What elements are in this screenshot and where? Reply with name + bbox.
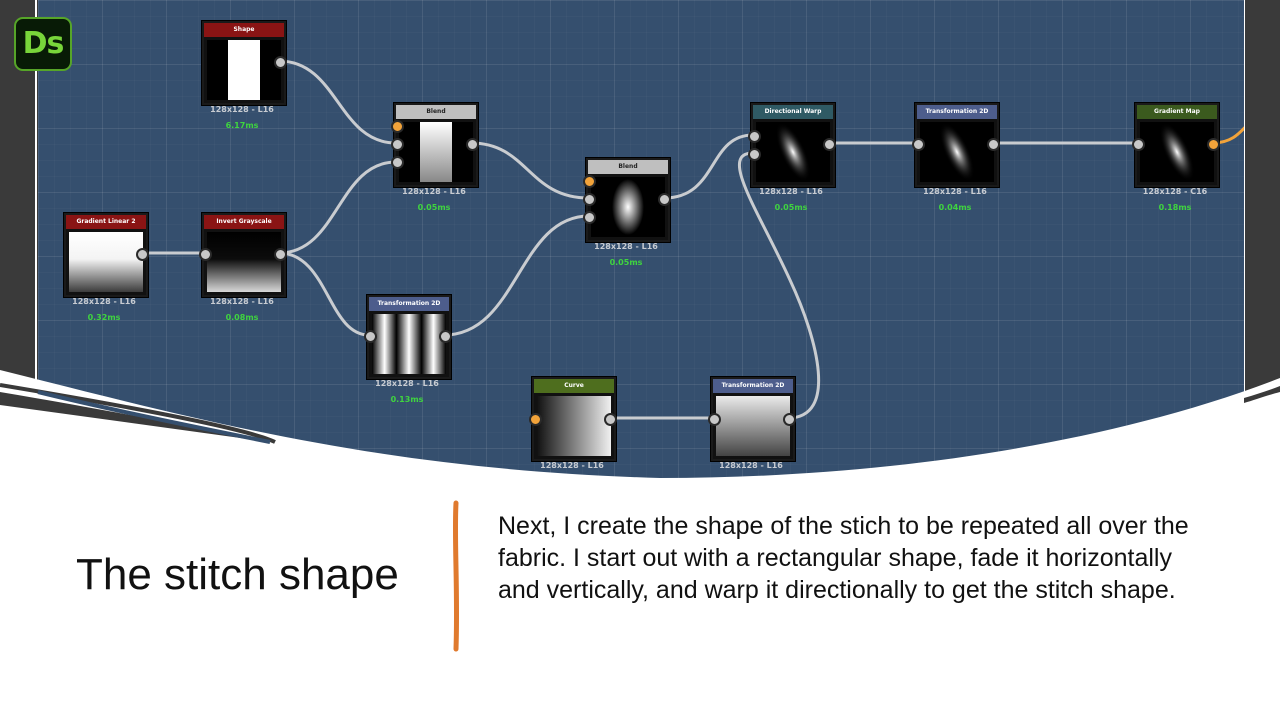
node-time-label: 0.32ms — [87, 313, 121, 322]
node-time-label: 0.08ms — [225, 313, 259, 322]
input-port[interactable] — [748, 130, 761, 143]
node-preview — [399, 122, 473, 182]
node-title: Invert Grayscale — [204, 215, 284, 229]
slide-title: The stitch shape — [76, 550, 399, 599]
input-port[interactable] — [1132, 138, 1145, 151]
node-title: Transformation 2D — [917, 105, 997, 119]
input-port[interactable] — [529, 413, 542, 426]
node-preview — [920, 122, 994, 182]
input-port[interactable] — [583, 211, 596, 224]
output-port[interactable] — [466, 138, 479, 151]
node-size-label: 128x128 - L16 — [759, 187, 823, 196]
input-port[interactable] — [199, 248, 212, 261]
node-shape[interactable]: Shape — [202, 21, 286, 105]
node-preview — [372, 314, 446, 374]
adobe-substance-designer-logo: Ds — [14, 17, 72, 71]
node-time-label: 0.18ms — [1158, 203, 1192, 212]
node-size-label: 128x128 - L16 — [719, 461, 783, 470]
output-port[interactable] — [439, 330, 452, 343]
node-title: Curve — [534, 379, 614, 393]
output-port[interactable] — [274, 248, 287, 261]
node-title: Gradient Linear 2 — [66, 215, 146, 229]
input-port[interactable] — [583, 175, 596, 188]
node-transformation-2d-top[interactable]: Transformation 2D — [915, 103, 999, 187]
node-curve[interactable]: Curve — [532, 377, 616, 461]
node-preview — [1140, 122, 1214, 182]
output-port[interactable] — [783, 413, 796, 426]
input-port[interactable] — [748, 148, 761, 161]
node-time-label: 6.17ms — [225, 121, 259, 130]
node-title: Blend — [396, 105, 476, 119]
node-size-label: 128x128 - L16 — [72, 297, 136, 306]
node-time-label: 0.05ms — [609, 258, 643, 267]
node-preview — [207, 232, 281, 292]
node-size-label: 128x128 - L16 — [210, 105, 274, 114]
node-title: Blend — [588, 160, 668, 174]
output-port[interactable] — [604, 413, 617, 426]
node-preview — [756, 122, 830, 182]
node-title: Transformation 2D — [369, 297, 449, 311]
input-port[interactable] — [391, 120, 404, 133]
node-time-label: 0.13ms — [390, 395, 424, 404]
accent-divider — [452, 500, 460, 652]
node-title: Directional Warp — [753, 105, 833, 119]
node-size-label: 128x128 - L16 — [923, 187, 987, 196]
node-graph-canvas[interactable]: Shape 128x128 - L16 6.17ms Blend 128x128… — [38, 0, 1244, 480]
output-port[interactable] — [658, 193, 671, 206]
node-size-label: 128x128 - L16 — [210, 297, 274, 306]
node-size-label: 128x128 - C16 — [1142, 187, 1208, 196]
node-preview — [591, 177, 665, 237]
slide-body-text: Next, I create the shape of the stich to… — [498, 512, 1189, 604]
node-time-label: 0.05ms — [774, 203, 808, 212]
node-size-label: 128x128 - L16 — [402, 187, 466, 196]
input-port[interactable] — [912, 138, 925, 151]
node-size-label: 128x128 - L16 — [594, 242, 658, 251]
node-time-label: 0.05ms — [417, 203, 451, 212]
input-port[interactable] — [391, 156, 404, 169]
node-preview — [207, 40, 281, 100]
input-port[interactable] — [583, 193, 596, 206]
node-title: Transformation 2D — [713, 379, 793, 393]
node-size-label: 128x128 - L16 — [540, 461, 604, 470]
connection-wires — [139, 59, 1244, 420]
output-port[interactable] — [274, 56, 287, 69]
node-time-label: 0.04ms — [938, 203, 972, 212]
output-port[interactable] — [136, 248, 149, 261]
output-port[interactable] — [823, 138, 836, 151]
node-size-label: 128x128 - L16 — [375, 379, 439, 388]
output-port[interactable] — [987, 138, 1000, 151]
input-port[interactable] — [391, 138, 404, 151]
node-transformation-2d-bottom[interactable]: Transformation 2D — [711, 377, 795, 461]
node-preview — [537, 396, 611, 456]
node-blend-1[interactable]: Blend — [394, 103, 478, 187]
node-preview — [716, 396, 790, 456]
node-directional-warp[interactable]: Directional Warp — [751, 103, 835, 187]
node-preview — [69, 232, 143, 292]
input-port[interactable] — [364, 330, 377, 343]
node-title: Shape — [204, 23, 284, 37]
output-port[interactable] — [1207, 138, 1220, 151]
input-port[interactable] — [708, 413, 721, 426]
node-title: Gradient Map — [1137, 105, 1217, 119]
